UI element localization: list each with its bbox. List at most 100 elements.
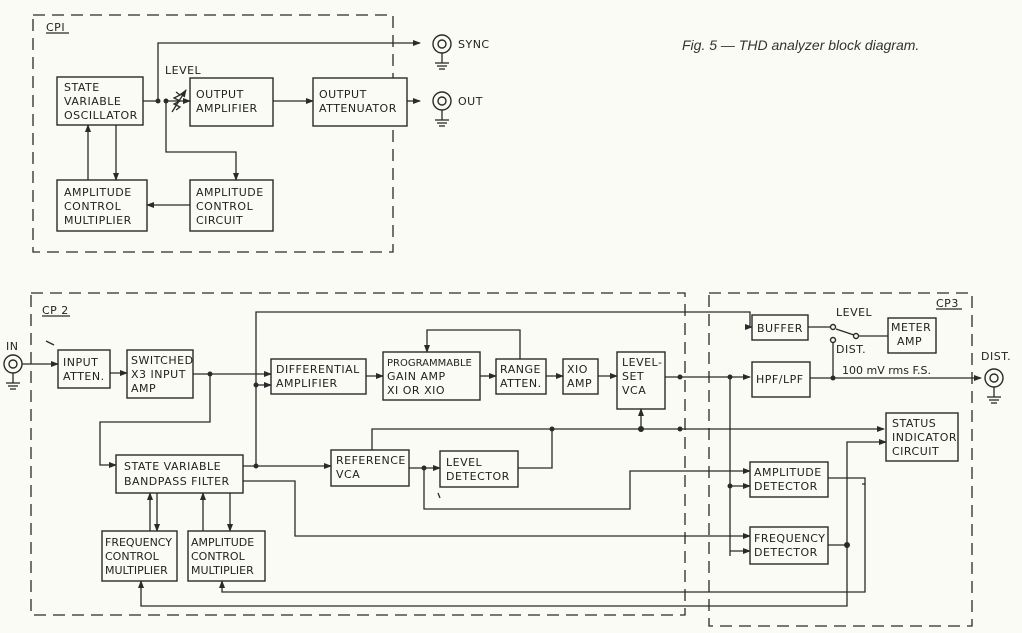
dist-output-label: DIST. xyxy=(981,350,1011,363)
block-level-set-vca: LEVEL- SET VCA xyxy=(616,351,666,410)
switch-contact-dist xyxy=(829,336,837,344)
svg-text:BANDPASS FILTER: BANDPASS FILTER xyxy=(124,475,230,488)
block-buffer: BUFFER xyxy=(751,314,809,341)
cp3-wires xyxy=(727,323,982,556)
block-range-atten: RANGE ATTEN. xyxy=(495,358,547,395)
svg-text:LEVEL-: LEVEL- xyxy=(622,356,662,369)
dist-output-jack-icon xyxy=(984,368,1004,404)
figure-caption: Fig. 5 — THD analyzer block diagram. xyxy=(682,37,919,53)
block-differential-amplifier: DIFFERENTIAL AMPLIFIER xyxy=(270,358,367,395)
block-amplitude-control-multiplier-cp1: AMPLITUDE CONTROL MULTIPLIER xyxy=(56,179,148,232)
svg-text:X3 INPUT: X3 INPUT xyxy=(131,368,186,381)
svg-text:STATE: STATE xyxy=(64,81,100,94)
svg-text:ATTENUATOR: ATTENUATOR xyxy=(319,102,397,115)
svg-text:LEVEL: LEVEL xyxy=(446,456,483,469)
svg-text:CONTROL: CONTROL xyxy=(196,200,254,213)
block-amplitude-control-circuit: AMPLITUDE CONTROL CIRCUIT xyxy=(189,179,274,232)
block-amplitude-control-multiplier-cp2: AMPLITUDE CONTROL MULTIPLIER xyxy=(187,530,266,582)
block-programmable-gain-amp: PROGRAMMABLE GAIN AMP XI OR XIO xyxy=(382,351,481,401)
level-label-cp1: LEVEL xyxy=(165,64,202,77)
svg-text:RANGE: RANGE xyxy=(500,363,541,376)
svg-text:CONTROL: CONTROL xyxy=(191,550,246,563)
sync-label: SYNC xyxy=(458,38,490,51)
switch-contact-level xyxy=(829,323,837,331)
in-label: IN xyxy=(6,340,18,353)
svg-text:AMPLITUDE: AMPLITUDE xyxy=(64,186,132,199)
block-meter-amp: METER AMP xyxy=(887,317,937,354)
svg-text:AMPLIFIER: AMPLIFIER xyxy=(196,102,258,115)
svg-text:DETECTOR: DETECTOR xyxy=(754,480,818,493)
block-amplitude-detector: AMPLITUDE DETECTOR xyxy=(749,461,829,498)
cp2-label: CP 2 xyxy=(42,304,69,317)
cp3-boundary xyxy=(708,292,973,627)
svg-text:CONTROL: CONTROL xyxy=(105,550,160,563)
svg-text:ATTEN.: ATTEN. xyxy=(500,377,542,390)
svg-text:VCA: VCA xyxy=(336,468,360,481)
svg-text:STATUS: STATUS xyxy=(892,417,936,430)
svg-text:INDICATOR: INDICATOR xyxy=(892,431,957,444)
svg-text:AMP: AMP xyxy=(567,377,592,390)
atten-switch-icon xyxy=(45,340,55,346)
block-frequency-control-multiplier: FREQUENCY CONTROL MULTIPLIER xyxy=(101,530,178,582)
block-output-attenuator: OUTPUT ATTENUATOR xyxy=(312,77,408,127)
block-state-variable-oscillator: STATE VARIABLE OSCILLATOR xyxy=(56,76,144,126)
svg-text:DETECTOR: DETECTOR xyxy=(754,546,818,559)
svg-text:MULTIPLIER: MULTIPLIER xyxy=(64,214,132,227)
svg-text:OUTPUT: OUTPUT xyxy=(196,88,244,101)
svg-text:BUFFER: BUFFER xyxy=(757,322,803,335)
switch-pole xyxy=(852,332,860,340)
svg-text:CIRCUIT: CIRCUIT xyxy=(196,214,243,227)
svg-text:ATTEN.: ATTEN. xyxy=(63,370,105,383)
svg-text:PROGRAMMABLE: PROGRAMMABLE xyxy=(387,358,472,369)
svg-text:REFERENCE: REFERENCE xyxy=(336,454,406,467)
cp2-boundary xyxy=(30,292,686,616)
svg-text:CONTROL: CONTROL xyxy=(64,200,122,213)
svg-text:INPUT: INPUT xyxy=(63,356,98,369)
svg-text:VCA: VCA xyxy=(622,384,646,397)
block-state-variable-bandpass-filter: STATE VARIABLE BANDPASS FILTER xyxy=(115,454,244,494)
svg-text:FREQUENCY: FREQUENCY xyxy=(754,532,826,545)
cp1-wires xyxy=(85,40,421,208)
svg-text:VARIABLE: VARIABLE xyxy=(64,95,121,108)
svg-text:DETECTOR: DETECTOR xyxy=(446,470,510,483)
cp3-label: CP3 xyxy=(936,297,959,310)
block-status-indicator-circuit: STATUS INDICATOR CIRCUIT xyxy=(885,412,959,462)
svg-text:AMPLITUDE: AMPLITUDE xyxy=(191,536,254,549)
svg-text:AMP: AMP xyxy=(131,382,156,395)
block-x10-amp: XIO AMP xyxy=(562,358,599,395)
block-hpf-lpf: HPF/LPF xyxy=(751,361,811,398)
svg-text:DIFFERENTIAL: DIFFERENTIAL xyxy=(276,363,360,376)
svg-text:METER: METER xyxy=(891,321,931,334)
svg-text:AMPLITUDE: AMPLITUDE xyxy=(196,186,264,199)
out-jack-icon xyxy=(432,91,452,127)
svg-text:SET: SET xyxy=(622,370,644,383)
svg-text:OSCILLATOR: OSCILLATOR xyxy=(64,109,138,122)
block-level-detector: LEVEL DETECTOR xyxy=(439,450,519,488)
block-reference-vca: REFERENCE VCA xyxy=(330,449,410,487)
level-label-cp3: LEVEL xyxy=(836,306,873,319)
svg-text:MULTIPLIER: MULTIPLIER xyxy=(105,564,168,577)
out-label: OUT xyxy=(458,95,483,108)
svg-text:AMPLITUDE: AMPLITUDE xyxy=(754,466,822,479)
cp2-wires xyxy=(22,311,885,607)
svg-text:GAIN AMP: GAIN AMP xyxy=(387,370,446,383)
sync-jack-icon xyxy=(432,34,452,70)
block-frequency-detector: FREQUENCY DETECTOR xyxy=(749,526,829,565)
svg-text:SWITCHED: SWITCHED xyxy=(131,354,194,367)
svg-text:MULTIPLIER: MULTIPLIER xyxy=(191,564,254,577)
cp1-label: CPI xyxy=(46,21,65,34)
svg-text:STATE VARIABLE: STATE VARIABLE xyxy=(124,460,221,473)
svg-text:XIO: XIO xyxy=(567,363,588,376)
svg-text:AMPLIFIER: AMPLIFIER xyxy=(276,377,338,390)
svg-text:OUTPUT: OUTPUT xyxy=(319,88,367,101)
svg-text:CIRCUIT: CIRCUIT xyxy=(892,445,939,458)
full-scale-label: 100 mV rms F.S. xyxy=(842,364,931,377)
in-jack-icon xyxy=(3,354,23,390)
block-switched-x3-input-amp: SWITCHED X3 INPUT AMP xyxy=(126,349,194,399)
svg-text:AMP: AMP xyxy=(897,335,922,348)
svg-text:XI OR XIO: XI OR XIO xyxy=(387,384,445,397)
block-output-amplifier: OUTPUT AMPLIFIER xyxy=(189,77,274,127)
block-input-atten: INPUT ATTEN. xyxy=(57,349,111,389)
dist-switch-label: DIST. xyxy=(836,343,866,356)
